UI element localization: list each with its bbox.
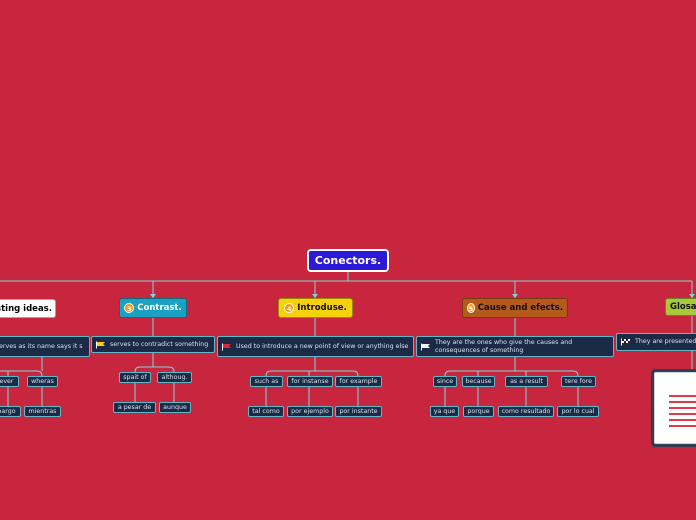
branch-cause-label: Cause and efects.: [478, 300, 563, 316]
leaf-label: por lo cual: [561, 408, 594, 415]
leaf-node[interactable]: tere fore: [561, 376, 596, 387]
branch-contrast-label: Contrast.: [137, 300, 181, 316]
leaf-label: por ejemplo: [291, 408, 329, 415]
white-flag-icon: [421, 343, 431, 351]
leaf-label: wheras: [31, 378, 54, 385]
leaf-node[interactable]: por lo cual: [557, 406, 599, 417]
number-badge-icon: 3: [124, 303, 134, 313]
leaf-label: spait of: [123, 374, 146, 381]
leaf-label: for instanse: [291, 378, 328, 385]
branch-existing-ideas[interactable]: sting ideas.: [0, 299, 56, 318]
desc-existing[interactable]: erves as its name says it s: [0, 336, 90, 357]
doc-line: [669, 407, 696, 409]
leaf-label: aunque: [163, 404, 187, 411]
desc-existing-text: erves as its name says it s: [0, 343, 83, 351]
checkered-flag-icon: [621, 338, 631, 346]
leaf-label: tal como: [252, 408, 279, 415]
leaf-node[interactable]: como resultado: [498, 406, 554, 417]
leaf-label: bargo: [0, 408, 16, 415]
number-badge-icon: 4: [284, 303, 294, 313]
leaf-label: ya que: [434, 408, 455, 415]
leaf-label: since: [437, 378, 453, 385]
leaf-label: althoug.: [162, 374, 188, 381]
yellow-flag-icon: [96, 341, 106, 349]
leaf-node[interactable]: ever: [0, 376, 19, 387]
leaf-label: such as: [255, 378, 279, 385]
desc-introduce-text: Used to introduce a new point of view or…: [236, 343, 408, 351]
desc-cause[interactable]: They are the ones who give the causes an…: [416, 336, 614, 357]
leaf-node[interactable]: because: [462, 376, 495, 387]
leaf-label: as a result: [510, 378, 543, 385]
document-page: [654, 372, 696, 444]
doc-line: [669, 419, 696, 421]
leaf-node[interactable]: por ejemplo: [287, 406, 333, 417]
leaf-node[interactable]: aunque: [159, 402, 191, 413]
doc-line: [669, 425, 696, 427]
leaf-label: como resultado: [502, 408, 551, 415]
leaf-node[interactable]: a pesar de: [113, 402, 156, 413]
leaf-label: ever: [0, 378, 14, 385]
branch-glossary[interactable]: Glosa: [665, 298, 696, 316]
desc-glossary[interactable]: They are presented: [616, 333, 696, 351]
desc-introduce[interactable]: Used to introduce a new point of view or…: [217, 336, 414, 357]
doc-line: [669, 395, 696, 397]
leaf-node[interactable]: wheras: [27, 376, 58, 387]
branch-introduce[interactable]: 4 Introduse.: [278, 298, 353, 318]
doc-line: [669, 413, 696, 415]
branch-glossary-label: Glosa: [670, 299, 696, 315]
leaf-label: mientras: [29, 408, 57, 415]
leaf-node[interactable]: porque: [463, 406, 494, 417]
branch-existing-label: sting ideas.: [0, 301, 52, 317]
doc-line: [669, 401, 696, 403]
leaf-label: tere fore: [565, 378, 592, 385]
leaf-label: porque: [467, 408, 489, 415]
desc-contrast[interactable]: serves to contradict something: [91, 336, 215, 353]
root-label: Conectors.: [315, 254, 381, 267]
desc-contrast-text: serves to contradict something: [110, 341, 208, 349]
leaf-node[interactable]: althoug.: [157, 372, 192, 383]
red-flag-icon: [222, 343, 232, 351]
number-badge-icon: 5: [467, 303, 475, 313]
leaf-label: because: [465, 378, 491, 385]
root-node[interactable]: Conectors.: [307, 249, 389, 272]
leaf-node[interactable]: bargo: [0, 406, 21, 417]
leaf-node[interactable]: as a result: [505, 376, 548, 387]
leaf-node[interactable]: mientras: [24, 406, 61, 417]
document-thumbnail-icon[interactable]: [651, 369, 696, 447]
leaf-node[interactable]: spait of: [119, 372, 151, 383]
leaf-node[interactable]: ya que: [430, 406, 459, 417]
branch-introduce-label: Introduse.: [297, 300, 347, 316]
branch-contrast[interactable]: 3 Contrast.: [119, 298, 187, 318]
desc-glossary-text: They are presented: [635, 338, 696, 346]
leaf-node[interactable]: for instanse: [287, 376, 333, 387]
leaf-node[interactable]: since: [433, 376, 457, 387]
leaf-node[interactable]: tal como: [248, 406, 284, 417]
branch-cause-effects[interactable]: 5 Cause and efects.: [462, 298, 568, 318]
leaf-label: por instante: [339, 408, 377, 415]
leaf-label: a pesar de: [118, 404, 151, 411]
desc-cause-text: They are the ones who give the causes an…: [435, 339, 609, 355]
leaf-node[interactable]: por instante: [335, 406, 382, 417]
leaf-label: for example: [340, 378, 378, 385]
leaf-node[interactable]: such as: [250, 376, 283, 387]
leaf-node[interactable]: for example: [335, 376, 382, 387]
